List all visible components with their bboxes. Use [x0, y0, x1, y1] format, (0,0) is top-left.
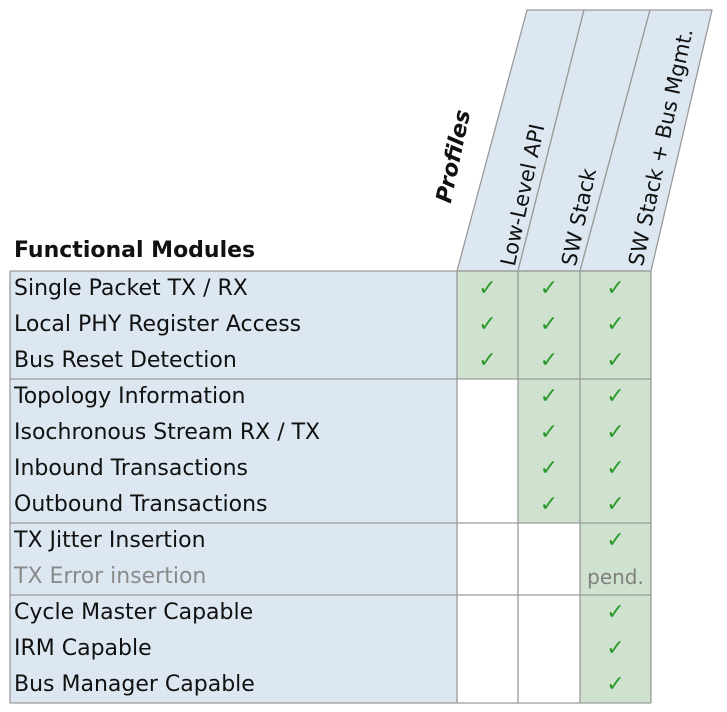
module-label: Isochronous Stream RX / TX — [14, 420, 321, 445]
module-label: Single Packet TX / RX — [14, 276, 248, 301]
check-icon: ✓ — [539, 456, 559, 481]
check-icon: ✓ — [606, 312, 625, 337]
check-icon: ✓ — [539, 384, 559, 409]
module-label: Outbound Transactions — [14, 492, 268, 517]
check-icon: ✓ — [606, 384, 625, 409]
check-icon: ✓ — [539, 420, 559, 445]
module-label: Inbound Transactions — [14, 456, 249, 481]
check-icon: ✓ — [539, 312, 559, 337]
check-icon: ✓ — [478, 312, 497, 337]
check-icon: ✓ — [606, 672, 625, 697]
check-icon: ✓ — [606, 456, 625, 481]
supported-cells-col-2 — [518, 271, 580, 523]
label-column-bg — [10, 271, 457, 703]
check-icon: ✓ — [478, 348, 497, 373]
check-icon: ✓ — [606, 528, 625, 553]
check-icon: ✓ — [539, 492, 559, 517]
pending-status: pend. — [587, 565, 644, 589]
module-label: Cycle Master Capable — [14, 600, 254, 625]
module-label: Bus Manager Capable — [14, 672, 255, 697]
check-icon: ✓ — [606, 348, 625, 373]
check-icon: ✓ — [606, 276, 625, 301]
module-label: IRM Capable — [14, 636, 152, 661]
module-label: TX Jitter Insertion — [14, 528, 206, 553]
module-label: TX Error insertion — [14, 564, 207, 589]
check-icon: ✓ — [606, 600, 625, 625]
check-icon: ✓ — [606, 420, 625, 445]
functional-modules-title: Functional Modules — [14, 238, 256, 263]
supported-cells-col-1 — [457, 271, 518, 379]
check-icon: ✓ — [606, 636, 625, 661]
supported-cells-col-3 — [580, 271, 651, 703]
check-icon: ✓ — [478, 276, 497, 301]
module-label: Local PHY Register Access — [14, 312, 302, 337]
check-icon: ✓ — [539, 348, 559, 373]
check-icon: ✓ — [606, 492, 625, 517]
module-label: Bus Reset Detection — [14, 348, 237, 373]
check-icon: ✓ — [539, 276, 559, 301]
module-label: Topology Information — [14, 384, 246, 409]
